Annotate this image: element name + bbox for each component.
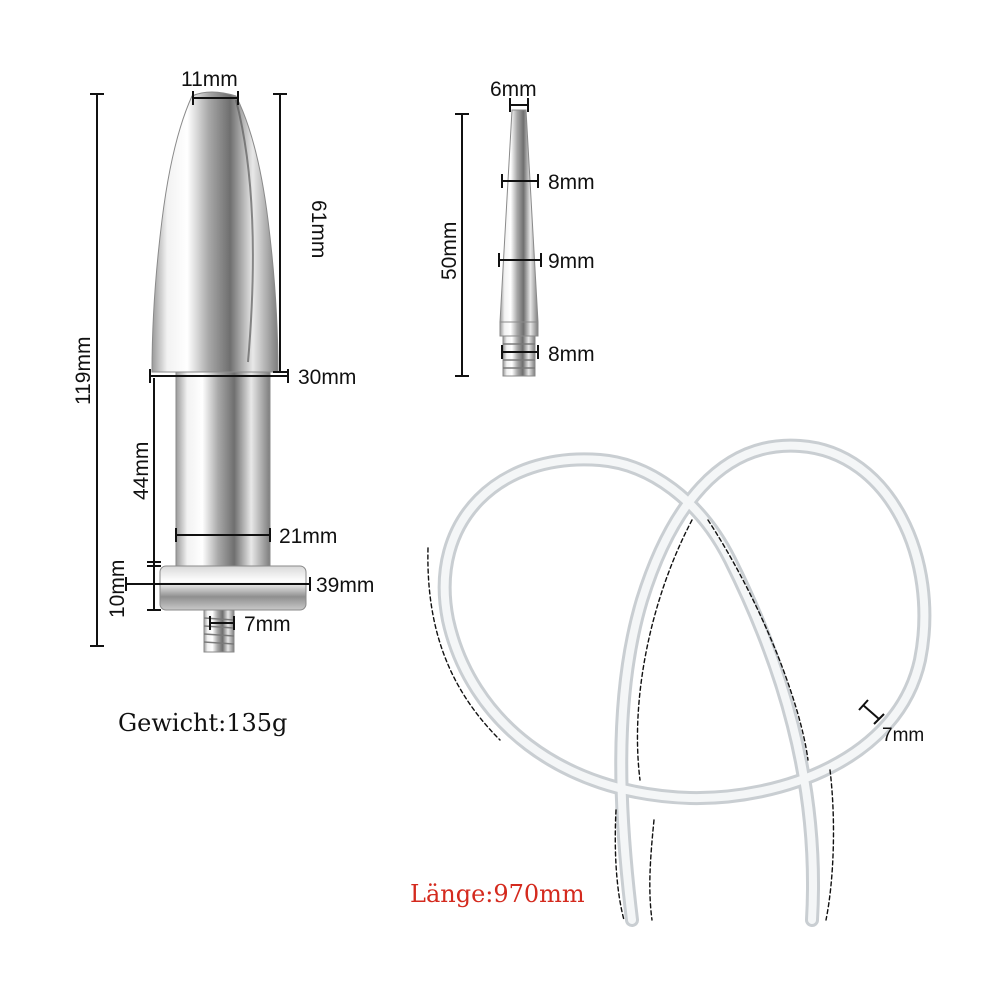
weight-label: Gewicht:135g [118,709,287,737]
hose-dashed-guide-inner [636,519,693,781]
nozzle-upper-width-label: 8mm [548,171,595,194]
plug-neck-length-label: 44mm [130,442,153,500]
hose-length-label: Länge:970mm [410,880,585,908]
plug-neck-width-label: 21mm [279,525,337,548]
plug-total-length-label: 119mm [72,337,95,405]
hose-illustration [427,438,932,927]
hose-dashed-guide-left [427,547,501,741]
plug-base-width-label: 39mm [316,574,374,597]
nozzle-thread [502,335,536,377]
plug-head-highlight [235,99,254,363]
plug-base [159,565,307,611]
hose-dashed-guide-lower-mid [649,819,655,921]
plug-head [151,91,279,373]
hose-tube-inner [440,441,929,924]
plug-head-width-label: 30mm [298,366,356,389]
hose-tube-outer [437,438,932,927]
nozzle-collar [499,321,539,337]
plug-thread [203,609,235,653]
nozzle-body [499,109,539,323]
plug-dimension-lines [90,91,311,647]
plug-head-length-label: 61mm [307,200,330,258]
plug-tip-width-label: 11mm [181,68,238,91]
plug-base-height-label: 10mm [106,560,129,618]
hose-diameter-label: 7mm [882,725,924,746]
hose-dashed-guide-right [825,769,835,921]
nozzle-middle-width-label: 9mm [548,250,595,273]
hose-dashed-guide-center [707,519,809,761]
hose-diameter-marker [858,699,885,725]
hose-dashed-guide-lower-left [614,809,625,921]
nozzle-dimension-lines [455,98,542,377]
plug-thread-width-label: 7mm [244,613,291,636]
nozzle-lower-width-label: 8mm [548,343,595,366]
plug-neck [175,371,271,567]
nozzle-tip-width-label: 6mm [490,78,537,101]
nozzle-illustration [499,109,539,377]
nozzle-length-label: 50mm [438,222,461,280]
